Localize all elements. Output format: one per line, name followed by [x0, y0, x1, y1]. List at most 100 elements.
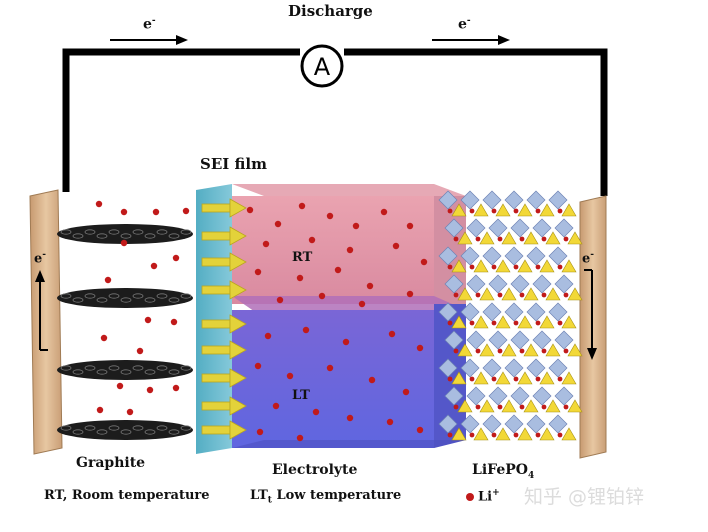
lattice-cell [504, 358, 533, 385]
li-ion [274, 220, 282, 228]
right-collector-electron-arrow [584, 269, 597, 360]
electron-label-right: e- [458, 16, 471, 33]
lattice-cell [510, 330, 539, 357]
lattice-cell [482, 190, 511, 217]
lattice-cell [444, 218, 473, 245]
li-ion [326, 364, 334, 372]
li-ion [312, 408, 320, 416]
lattice-cell [460, 190, 489, 217]
li-ion [276, 296, 284, 304]
lt-legend-note: LTt Low temperature [250, 488, 402, 506]
li-ion [170, 318, 178, 326]
li-ion [286, 372, 294, 380]
lattice-cell [460, 414, 489, 441]
li-ion [386, 418, 394, 426]
li-ion [262, 240, 270, 248]
graphite-sheet [57, 360, 193, 380]
lattice-cell [460, 358, 489, 385]
lattice-cell [532, 330, 561, 357]
li-ion [246, 206, 254, 214]
li-ion [146, 386, 154, 394]
lattice-cell [482, 302, 511, 329]
lattice-cell [526, 358, 555, 385]
lattice-cell [438, 358, 467, 385]
lt-region [232, 310, 434, 448]
lattice-cell [488, 386, 517, 413]
lattice-cell [504, 190, 533, 217]
li-transport-arrows [201, 198, 247, 440]
electron-flow-arrow-left [110, 35, 188, 45]
li-ions [95, 200, 428, 442]
li-ion [346, 414, 354, 422]
li-ion [182, 207, 190, 215]
electron-label-left-collector: e- [34, 250, 47, 267]
li-ion [368, 376, 376, 384]
lattice-cell [510, 274, 539, 301]
electrolyte-box [232, 184, 466, 448]
sei-film [196, 184, 232, 454]
li-ion [104, 276, 112, 284]
lattice-cell [438, 190, 467, 217]
li-ion [302, 326, 310, 334]
li-ion [346, 246, 354, 254]
electron-flow-arrow-right [432, 35, 510, 45]
li-ion [308, 236, 316, 244]
electron-label-left: e- [143, 16, 156, 33]
li-ion [172, 384, 180, 392]
li-ion [366, 282, 374, 290]
lattice-cell [444, 330, 473, 357]
lt-region-label: LT [292, 388, 310, 403]
graphite-label: Graphite [76, 455, 146, 471]
li-ion-legend-label: Li+ [478, 488, 500, 505]
li-ion [150, 262, 158, 270]
transport-arrow [201, 198, 247, 218]
graphite-layers [57, 224, 193, 440]
lattice-cell [554, 218, 583, 245]
watermark: 知乎 @锂铂锌 [524, 486, 645, 508]
li-ion [172, 254, 180, 262]
graphite-sheet [57, 224, 193, 244]
li-ion-legend-dot [466, 493, 474, 501]
left-current-collector [29, 189, 63, 455]
lattice-cell [482, 358, 511, 385]
lattice-cell [438, 414, 467, 441]
transport-arrow [201, 280, 247, 300]
lattice-cell [466, 386, 495, 413]
lattice-cell [488, 274, 517, 301]
li-ion [96, 406, 104, 414]
li-ion [318, 292, 326, 300]
transport-arrow [201, 314, 247, 334]
li-ion [116, 382, 124, 390]
ammeter-label: A [314, 53, 331, 81]
li-ion [342, 338, 350, 346]
electron-label-right-collector: e- [582, 250, 595, 267]
lattice-cell [554, 330, 583, 357]
transport-arrow [201, 340, 247, 360]
lattice-cell [526, 246, 555, 273]
lattice-cell [482, 246, 511, 273]
graphite-sheet [57, 288, 193, 308]
lattice-cell [554, 274, 583, 301]
lattice-cell [466, 330, 495, 357]
li-ion [296, 274, 304, 282]
lattice-cell [510, 218, 539, 245]
lattice-cell [526, 302, 555, 329]
left-collector-electron-arrow [35, 270, 48, 351]
li-ion [144, 316, 152, 324]
lattice-cell [488, 218, 517, 245]
li-ion [420, 258, 428, 266]
lattice-cell [444, 274, 473, 301]
lattice-cell [460, 246, 489, 273]
li-ion [416, 426, 424, 434]
ammeter-icon: A [300, 44, 344, 88]
lifepo4-lattice [438, 190, 583, 441]
li-ion [402, 388, 410, 396]
sei-film-label: SEI film [200, 155, 267, 173]
lattice-cell [466, 218, 495, 245]
li-ion [256, 428, 264, 436]
li-ion [392, 242, 400, 250]
li-ion [120, 239, 128, 247]
li-ion [136, 347, 144, 355]
lifepo4-label: LiFePO4 [472, 462, 535, 481]
